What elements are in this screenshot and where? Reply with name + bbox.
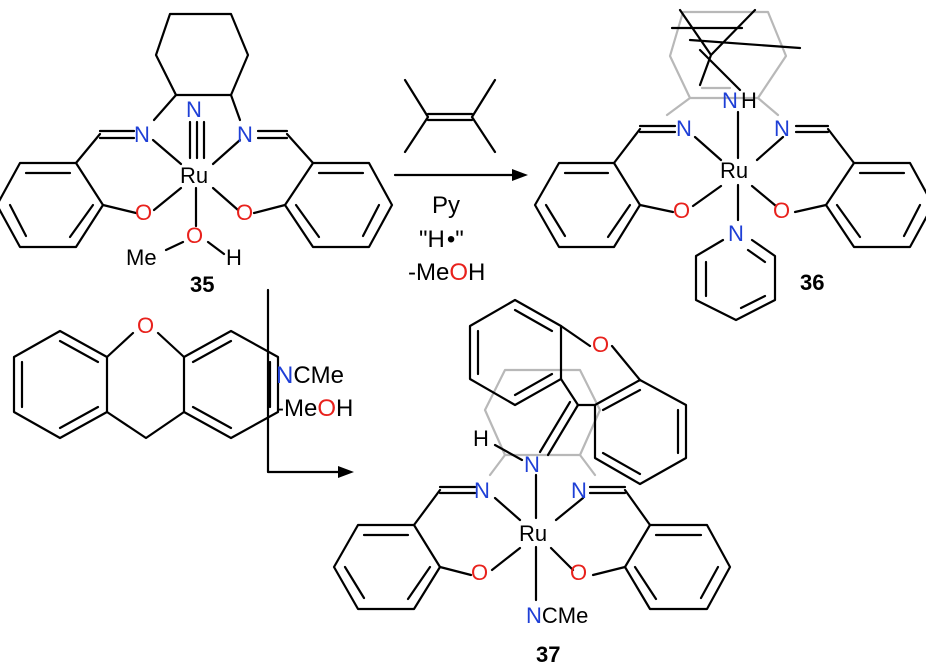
compound-number-35: 35	[190, 272, 214, 297]
phenyl-ring-right-35	[283, 161, 394, 249]
radical-dot: •	[447, 226, 455, 253]
amide-n-37: N	[524, 452, 540, 477]
byproduct-h-2: H	[336, 395, 353, 422]
imine-n-left-36: N	[676, 116, 692, 141]
acetonitrile-rest: CMe	[293, 362, 344, 389]
xanthene-ring-lower-37	[593, 378, 688, 486]
ghost-cyclohexane-36	[665, 10, 788, 117]
byproduct-prefix: -Me	[408, 259, 449, 286]
phenoxide-o-left-37: O	[471, 560, 488, 585]
reagent-hydrogen-atom: "H•"	[419, 226, 464, 253]
reagent-pyridine: Py	[432, 192, 460, 219]
ghost-cyclohexane-37	[483, 368, 602, 477]
byproduct-methanol-1: -MeOH	[408, 259, 485, 286]
imine-n-right-35: N	[237, 122, 253, 147]
phenyl-ring-right-36	[824, 161, 926, 249]
ruthenium-37: Ru	[519, 521, 547, 546]
ruthenium-35: Ru	[180, 163, 208, 188]
methanol-o-35: O	[186, 223, 203, 248]
amide-h-36: H	[741, 88, 757, 113]
compound-number-37: 37	[536, 642, 560, 667]
byproduct-h: H	[468, 259, 485, 286]
phenoxide-o-right-37: O	[570, 560, 587, 585]
imine-n-left-35: N	[134, 122, 150, 147]
phenoxide-o-left-35: O	[135, 200, 152, 225]
xanthene-o-37: O	[592, 332, 609, 357]
tetramethylethylene	[403, 78, 497, 154]
imine-n-right-36: N	[774, 116, 790, 141]
h-atom-suffix: "	[455, 226, 464, 253]
xanthene-reagent: O	[12, 313, 280, 440]
ruthenium-36: Ru	[720, 158, 748, 183]
xanthene-right-ring	[182, 329, 280, 440]
phenyl-ring-left-36	[533, 161, 642, 249]
pyridine-ring-36	[694, 238, 777, 322]
byproduct-o: O	[449, 259, 468, 286]
xanthene-ring-upper-37	[468, 298, 563, 407]
amide-n-36: N	[722, 88, 738, 113]
phenoxide-o-right-36: O	[773, 198, 790, 223]
phenoxide-o-left-36: O	[673, 198, 690, 223]
byproduct-prefix-2: -Me	[276, 395, 317, 422]
methanol-h-35: H	[226, 245, 242, 270]
phenyl-ring-left-37	[332, 523, 442, 611]
phenyl-ring-right-37	[623, 523, 732, 611]
phenyl-ring-left-35	[0, 161, 105, 249]
nitrido-n-35: N	[186, 97, 202, 122]
phenoxide-o-right-35: O	[236, 200, 253, 225]
compound-37: N N N H O Ru O O NCMe 37	[332, 298, 732, 667]
reaction-arrow-1: Py "H•" -MeOH	[393, 78, 528, 286]
acetonitrile-n: N	[276, 362, 293, 389]
amide-h-37: H	[473, 426, 489, 451]
compound-35: N N N Ru O O O Me H 35	[0, 12, 394, 297]
pyridine-n-36: N	[728, 221, 744, 246]
reaction-arrow-2: NCMe -MeOH	[266, 288, 354, 478]
imine-n-right-37: N	[571, 478, 587, 503]
nitrile-n-37: N	[526, 603, 542, 628]
byproduct-methanol-2: -MeOH	[276, 395, 353, 422]
imine-n-left-37: N	[474, 478, 490, 503]
h-atom-prefix: "H	[419, 226, 445, 253]
nitrile-rest-37: CMe	[542, 603, 588, 628]
xanthene-left-ring	[12, 329, 109, 440]
methanol-me-35: Me	[126, 245, 157, 270]
compound-36: N N N H Ru O O N 36	[533, 8, 926, 322]
compound-number-36: 36	[800, 270, 824, 295]
xanthene-o: O	[137, 313, 154, 338]
cyclohexane-ring-35	[154, 12, 250, 97]
byproduct-o-2: O	[317, 395, 336, 422]
reagent-acetonitrile: NCMe	[276, 362, 344, 389]
acetonitrile-ligand-37: NCMe	[526, 603, 588, 628]
